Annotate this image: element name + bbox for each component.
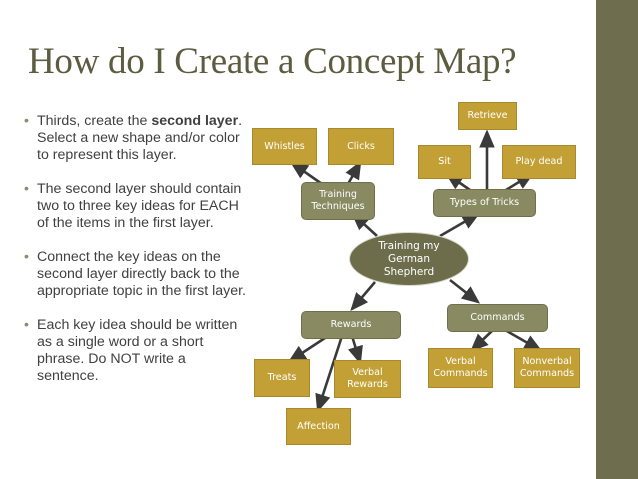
second-layer-node-clicks: Clicks [328, 128, 394, 165]
connector-center-to-types-of-tricks [439, 212, 481, 238]
connector-commands-to-nonverbal-commands [504, 328, 543, 352]
first-layer-node-training-techniques: Training Techniques [301, 182, 375, 220]
connector-center-to-rewards [350, 281, 376, 311]
bullet-item: The second layer should contain two to t… [24, 181, 249, 232]
second-layer-node-retrieve: Retrieve [458, 102, 517, 130]
first-layer-node-rewards: Rewards [301, 311, 401, 339]
slide-side-bar [596, 0, 638, 479]
bullet-item: Each key idea should be written as a sin… [24, 317, 249, 385]
second-layer-node-treats: Treats [254, 359, 310, 397]
second-layer-node-verbal-rewards: Verbal Rewards [334, 360, 401, 398]
connector-commands-to-verbal-commands [470, 329, 494, 352]
second-layer-node-verbal-commands: Verbal Commands [428, 348, 493, 388]
second-layer-node-nonverbal-commands: Nonverbal Commands [514, 348, 580, 388]
second-layer-node-play-dead: Play dead [502, 145, 576, 179]
bullet-item: Thirds, create the second layer. Select … [24, 113, 249, 164]
connector-rewards-to-verbal-rewards [347, 335, 363, 365]
second-layer-node-affection: Affection [286, 408, 351, 445]
connector-training-techniques-to-clicks [345, 160, 362, 185]
connector-rewards-to-affection [315, 335, 344, 413]
slide-title: How do I Create a Concept Map? [28, 41, 517, 82]
connector-training-techniques-to-whistles [289, 161, 323, 186]
connector-center-to-commands [449, 278, 481, 304]
second-layer-node-sit: Sit [418, 145, 471, 179]
connector-rewards-to-treats [287, 334, 329, 363]
center-node: Training my German Shepherd [349, 232, 469, 286]
bullet-list: Thirds, create the second layer. Select … [24, 113, 249, 402]
bullet-item: Connect the key ideas on the second laye… [24, 249, 249, 300]
first-layer-node-commands: Commands [447, 304, 548, 332]
second-layer-node-whistles: Whistles [252, 128, 317, 165]
first-layer-node-types-of-tricks: Types of Tricks [433, 189, 536, 217]
